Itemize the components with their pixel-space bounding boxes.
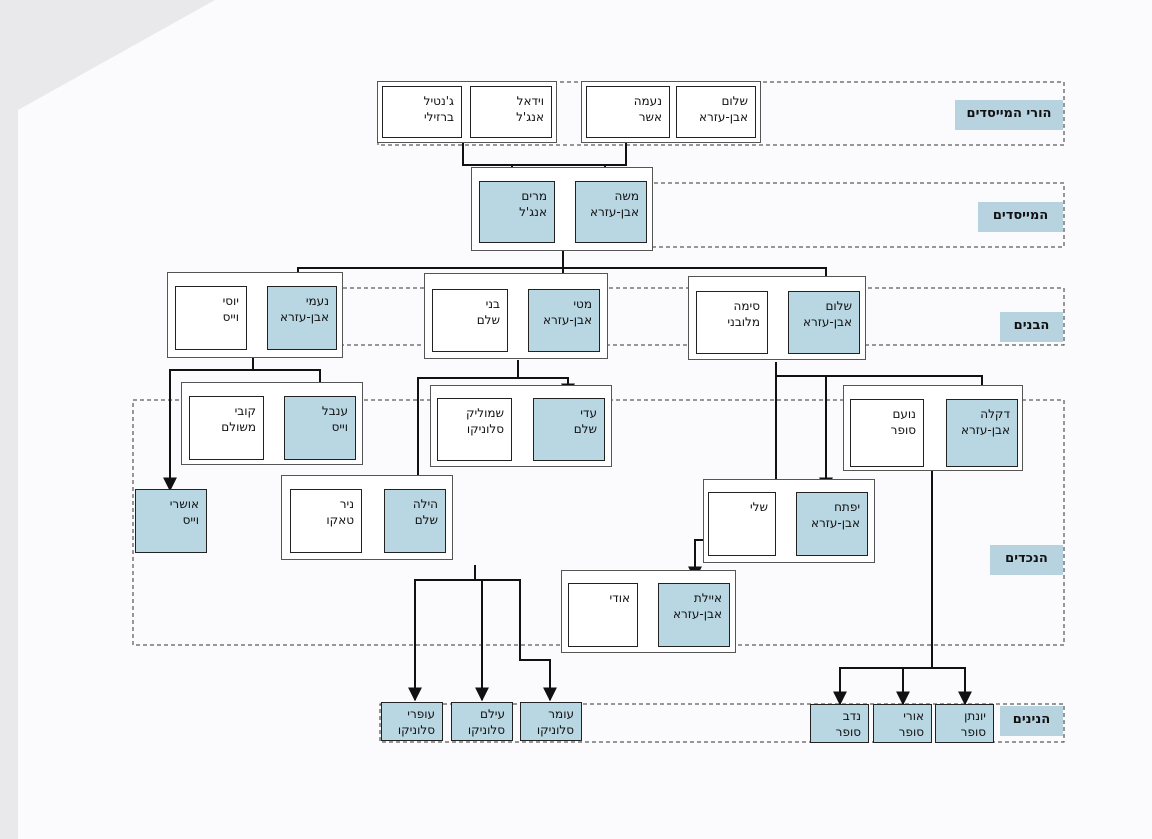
person-yiftach-even-ezra[interactable]: יפתח אבן-עזרא <box>796 492 868 556</box>
person-kobi-meshulam[interactable]: קובי משולם <box>189 396 264 460</box>
person-vidal-angel[interactable]: וידאל אנג'ל <box>470 86 552 138</box>
last-name: אנג'ל <box>519 205 547 219</box>
person-shalom-even-ezra-elder[interactable]: שלום אבן-עזרא <box>676 86 756 138</box>
label-great-grandchildren: הנינים <box>1000 706 1063 736</box>
person-sima-malubani[interactable]: סימה מלובני <box>696 291 768 354</box>
person-noam-sofer[interactable]: נועם סופר <box>850 399 924 467</box>
person-nadav-sofer[interactable]: נדב סופר <box>810 704 869 743</box>
person-moshe-even-ezra[interactable]: משה אבן-עזרא <box>575 181 647 243</box>
first-name: ניר <box>339 497 354 511</box>
last-name: אבן-עזרא <box>698 110 748 124</box>
first-name: ענבל <box>321 404 348 418</box>
last-name: וייס <box>331 420 348 434</box>
person-oshri-weiss[interactable]: אושרי וייס <box>135 489 207 553</box>
person-ayelet-even-ezra[interactable]: איילת אבן-עזרא <box>658 583 730 647</box>
first-name: משה <box>614 189 640 203</box>
first-name: עומר <box>548 707 574 721</box>
last-name: סלוניקו <box>397 723 435 737</box>
person-shalom-even-ezra[interactable]: שלום אבן-עזרא <box>788 291 860 354</box>
first-name: שלי <box>749 500 768 514</box>
first-name: ג'נטיל <box>423 94 454 108</box>
last-name: שלם <box>476 313 500 327</box>
person-shelly[interactable]: שלי <box>708 492 776 556</box>
person-gentil-barzilay[interactable]: ג'נטיל ברזילי <box>382 86 462 138</box>
person-yossi-weiss[interactable]: יוסי וייס <box>175 286 247 350</box>
person-uri-sofer[interactable]: אורי סופר <box>873 704 932 743</box>
person-dikla-even-ezra[interactable]: דקלה אבן-עזרא <box>946 399 1018 467</box>
person-beni-shalem[interactable]: בני שלם <box>432 289 508 352</box>
first-name: עילם <box>480 707 505 721</box>
person-eilam-saloniko[interactable]: עילם סלוניקו <box>451 702 513 741</box>
first-name: סימה <box>733 299 760 313</box>
first-name: יונתן <box>964 709 986 723</box>
first-name: יוסי <box>222 294 239 308</box>
person-miriam-angel[interactable]: מרים אנג'ל <box>479 181 555 243</box>
last-name: שלם <box>414 513 438 527</box>
first-name: קובי <box>234 404 256 418</box>
person-ofri-saloniko[interactable]: עופרי סלוניקו <box>381 702 443 741</box>
person-omer-saloniko[interactable]: עומר סלוניקו <box>520 702 582 741</box>
person-nir-tako[interactable]: ניר טאקו <box>290 489 362 553</box>
person-naama-asher[interactable]: נעמה אשר <box>586 86 670 138</box>
last-name: מלובני <box>727 315 760 329</box>
first-name: נעמה <box>633 94 662 108</box>
last-name: סלוניקו <box>467 723 505 737</box>
label-founders-parents: הורי המייסדים <box>955 100 1063 130</box>
label-grandchildren: הנכדים <box>990 545 1063 575</box>
first-name: נדב <box>842 709 861 723</box>
last-name: סופר <box>960 725 986 739</box>
first-name: מרים <box>521 189 547 203</box>
last-name: אבן-עזרא <box>672 607 722 621</box>
person-inbal-weiss[interactable]: ענבל וייס <box>284 396 356 460</box>
first-name: אורי <box>903 709 924 723</box>
last-name: אנג'ל <box>516 110 544 124</box>
last-name: אשר <box>638 110 662 124</box>
last-name: אבן-עזרא <box>960 423 1010 437</box>
person-shmulik-saloniko[interactable]: שמוליק סלוניקו <box>437 398 512 461</box>
person-udi[interactable]: אודי <box>568 583 638 647</box>
person-hila-shalem[interactable]: הילה שלם <box>384 489 446 553</box>
first-name: מטי <box>573 297 592 311</box>
first-name: וידאל <box>516 94 544 108</box>
label-founders: המייסדים <box>978 202 1063 232</box>
last-name: וייס <box>222 310 239 324</box>
last-name: טאקו <box>326 513 354 527</box>
first-name: שמוליק <box>466 406 504 420</box>
last-name: אבן-עזרא <box>802 315 852 329</box>
last-name: סלוניקו <box>536 723 574 737</box>
last-name: אבן-עזרא <box>279 310 329 324</box>
first-name: אודי <box>609 591 630 605</box>
last-name: וייס <box>182 513 199 527</box>
last-name: סופר <box>835 725 861 739</box>
last-name: אבן-עזרא <box>542 313 592 327</box>
first-name: דקלה <box>980 407 1010 421</box>
last-name: סלוניקו <box>466 422 504 436</box>
first-name: הילה <box>412 497 438 511</box>
last-name: שלם <box>573 422 597 436</box>
band-great-grandchildren <box>379 703 1065 743</box>
first-name: איילת <box>693 591 722 605</box>
first-name: בני <box>485 297 500 311</box>
first-name: אושרי <box>169 497 199 511</box>
first-name: נעמי <box>305 294 329 308</box>
last-name: ברזילי <box>423 110 454 124</box>
last-name: סופר <box>890 423 916 437</box>
first-name: עופרי <box>407 707 435 721</box>
first-name: נועם <box>892 407 916 421</box>
first-name: שלום <box>721 94 748 108</box>
last-name: אבן-עזרא <box>810 516 860 530</box>
person-adi-shalem[interactable]: עדי שלם <box>533 398 605 461</box>
last-name: סופר <box>898 725 924 739</box>
person-naomi-even-ezra[interactable]: נעמי אבן-עזרא <box>267 286 337 350</box>
first-name: יפתח <box>834 500 860 514</box>
last-name: אבן-עזרא <box>589 205 639 219</box>
person-yonatan-sofer[interactable]: יונתן סופר <box>935 704 994 743</box>
label-children: הבנים <box>1000 312 1063 342</box>
first-name: עדי <box>580 406 597 420</box>
band-founders <box>471 182 1065 248</box>
first-name: שלום <box>825 299 852 313</box>
last-name: משולם <box>221 420 256 434</box>
person-mati-even-ezra[interactable]: מטי אבן-עזרא <box>528 289 600 352</box>
